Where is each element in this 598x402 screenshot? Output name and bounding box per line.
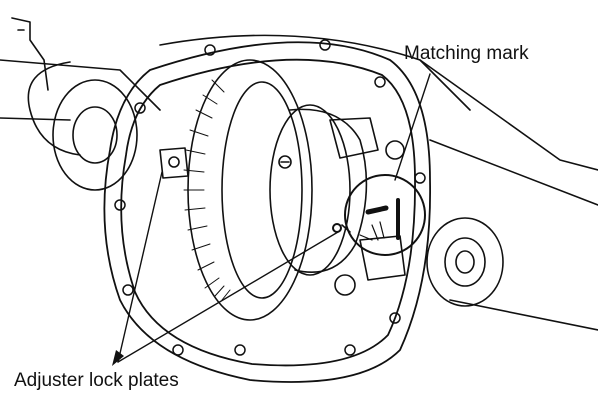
ring-gear [183,59,313,321]
differential-case [159,104,406,296]
leader-lines [117,73,431,363]
flange-bolts [114,39,426,356]
adjuster-lock-plates-label: Adjuster lock plates [14,370,179,391]
carrier-flange [103,41,432,383]
matching-mark-leader [394,73,431,181]
adjuster-leader-left [117,171,163,363]
matching-mark-magnifier [332,174,426,256]
adjuster-leader-right [117,231,339,363]
axle-housing [0,17,598,331]
leader-arrowhead [112,350,124,366]
matching-mark-label: Matching mark [404,43,529,64]
